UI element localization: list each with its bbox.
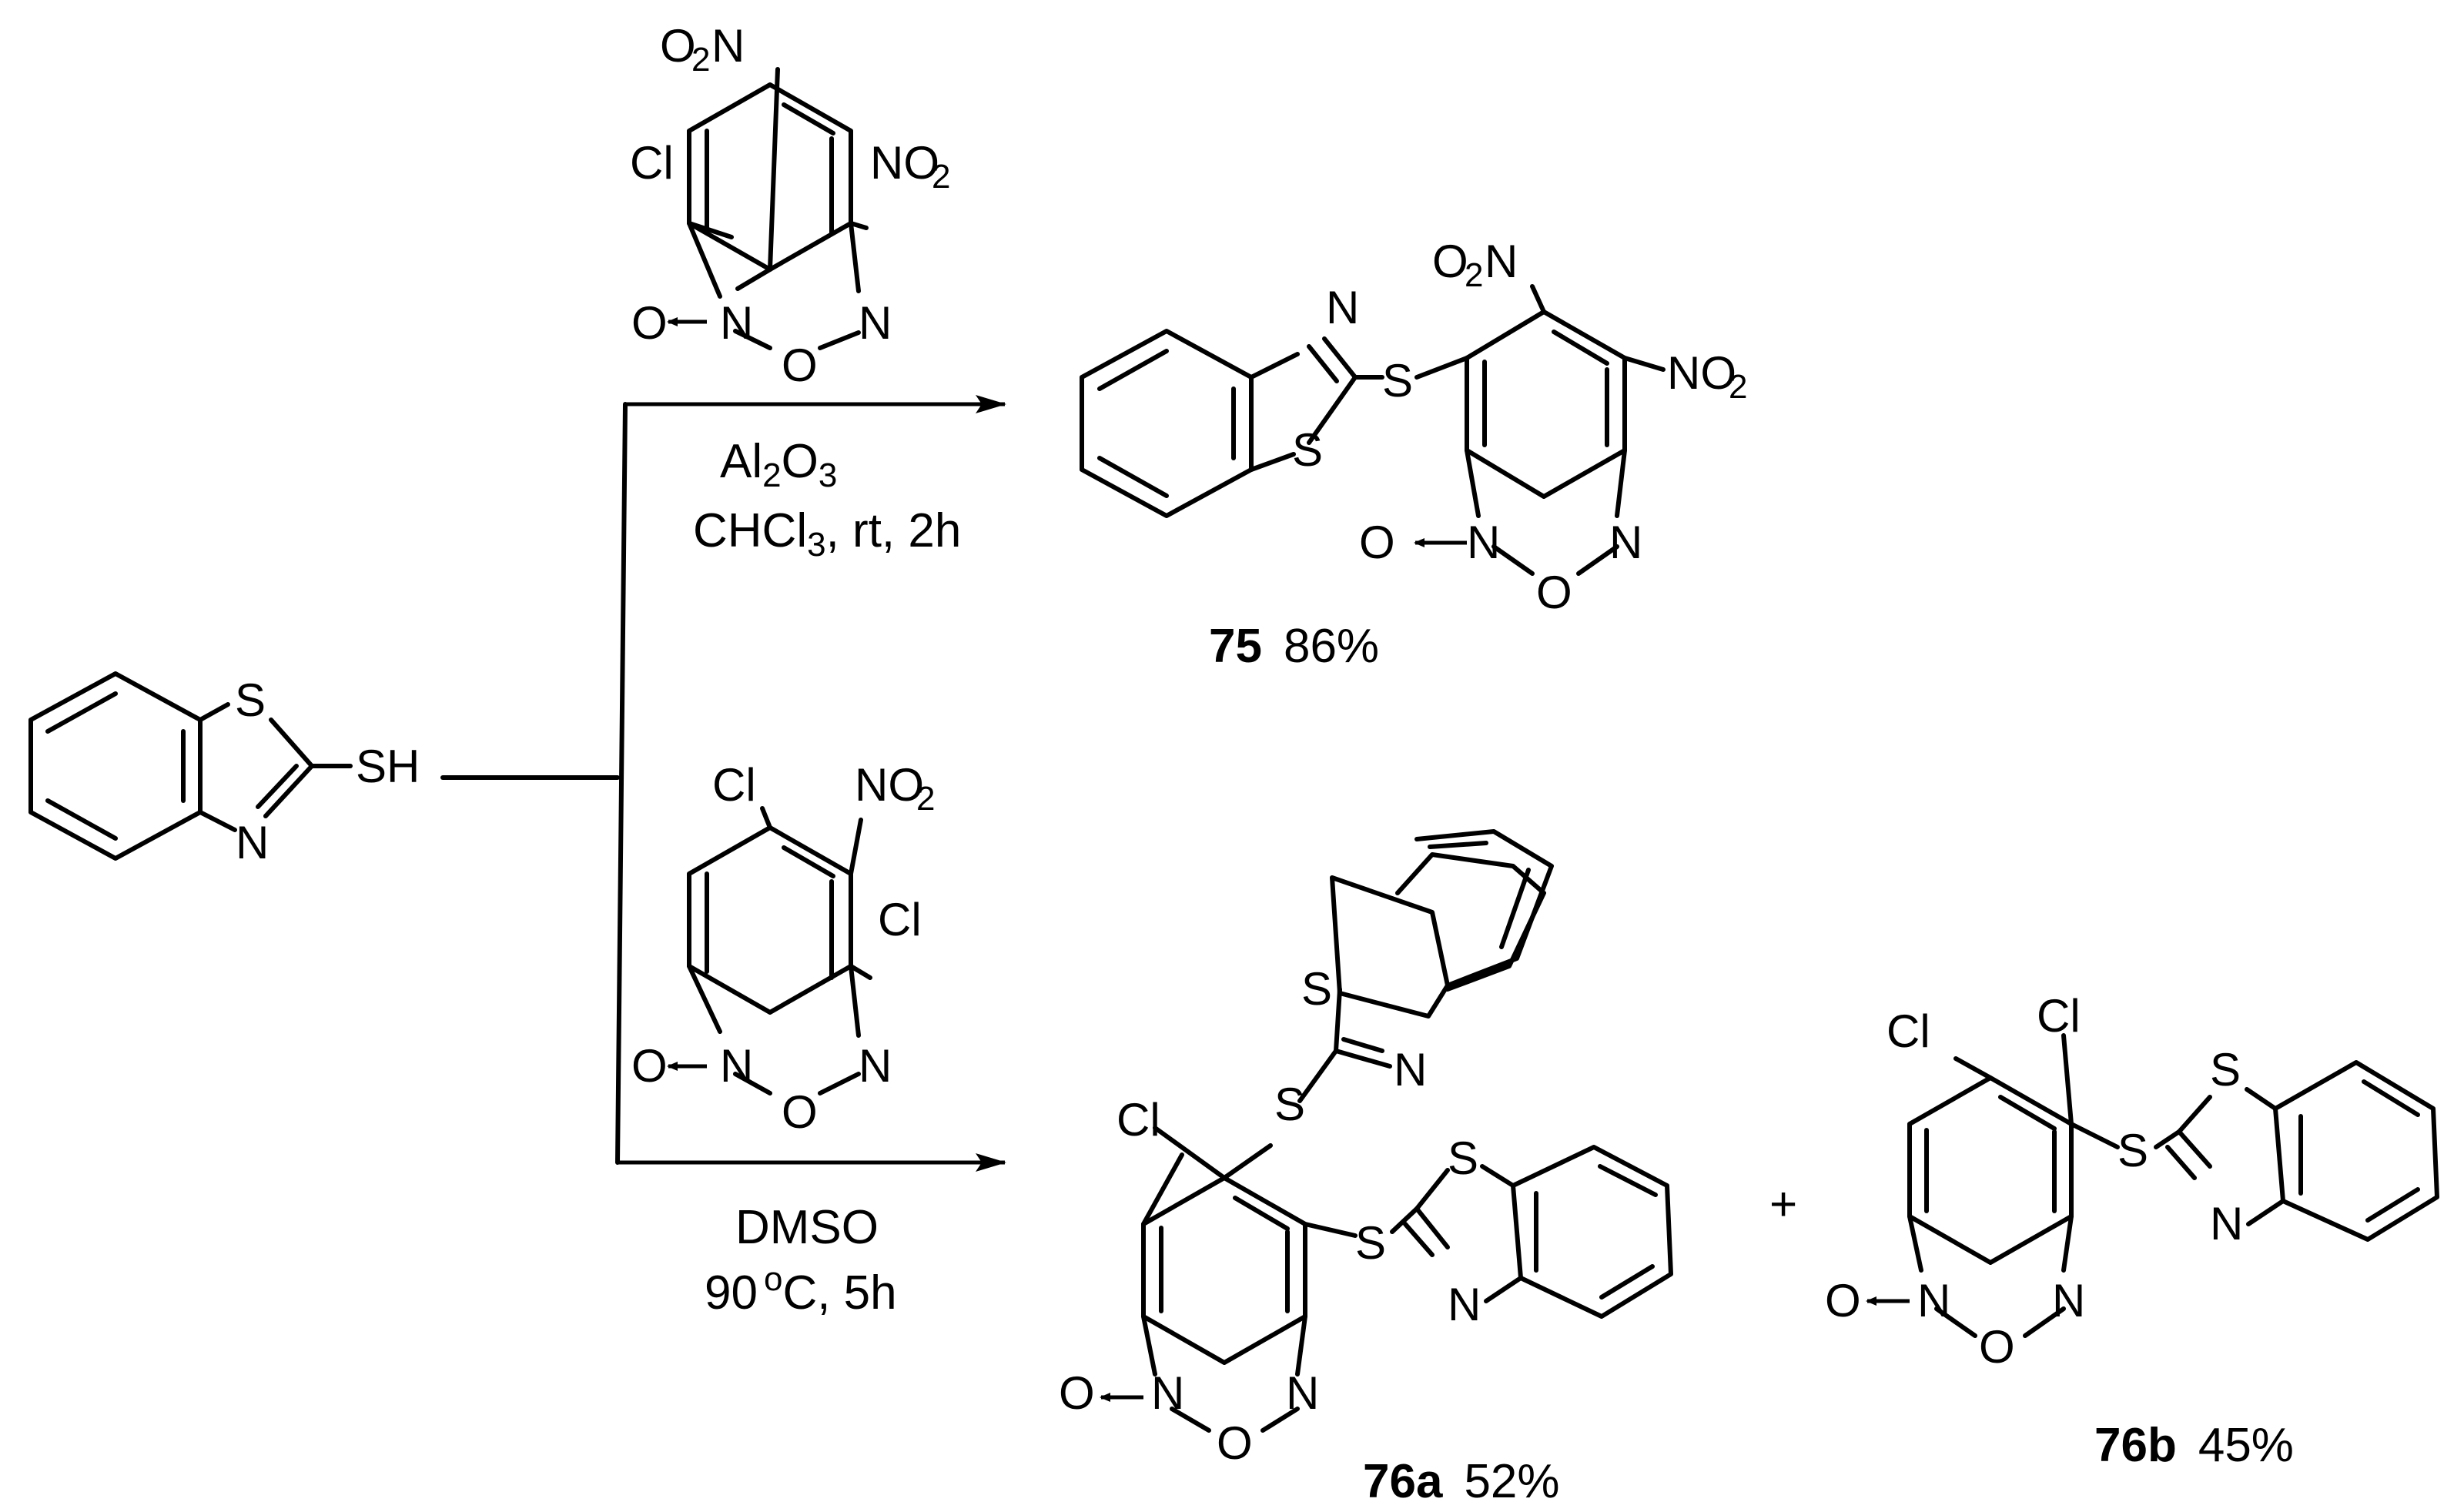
atom-label: O [782,1086,818,1138]
solvent-label: DMSO [735,1201,879,1254]
atom-label: SH [356,741,420,792]
atom-subscript: 2 [932,158,950,196]
atom-label: NO [855,759,924,811]
atom-label: S [1292,424,1323,476]
solvent-label: CHCl3, rt, 2h [693,504,961,564]
atom-label: N [711,20,745,72]
atom-label: Cl [878,894,922,945]
atom-label: S [1301,963,1332,1015]
atom-label: O [1536,567,1572,618]
atom-label: NO [870,137,939,189]
atom-label: S [1355,1217,1386,1269]
atom-label: N [2052,1275,2085,1326]
atom-subscript: 2 [1465,256,1483,294]
atom-label: N [1151,1367,1184,1419]
atom-label: O [782,340,818,391]
atom-label: N [1326,282,1359,333]
top-reagent-dinitrobenzofuroxan: O 2 N Cl NO 2 N N O O [630,20,950,391]
atom-label: O [631,297,668,349]
atom-label: N [1917,1275,1950,1326]
atom-label: S [235,674,266,726]
reaction-arrows [440,395,1006,1172]
atom-subscript: 2 [916,780,935,818]
starting-material-mercaptobenzothiazole: S N SH [28,671,420,868]
atom-label: O [1359,517,1395,568]
atom-label: O [1217,1417,1253,1469]
atom-label: S [2118,1125,2148,1176]
plus-sign: + [1769,1178,1797,1231]
atom-label: O [1825,1275,1861,1326]
atom-subscript: 2 [691,41,710,79]
atom-label: NO [1667,347,1736,399]
atom-label: Cl [1886,1005,1930,1057]
atom-label: N [1609,517,1642,568]
atom-label: S [1448,1132,1478,1184]
atom-subscript: 2 [1729,368,1747,406]
atom-label: N [1286,1367,1319,1419]
atom-label: O [1432,236,1468,287]
atom-label: O [660,20,696,72]
atom-label: N [236,817,269,868]
bottom-reagent-dichloronitrobenzofuroxan: Cl NO 2 Cl N N O O [631,759,935,1138]
atom-label: O [631,1040,668,1092]
atom-label: N [1467,517,1500,568]
atom-label: Cl [2037,990,2081,1042]
atom-label: Cl [630,137,674,189]
atom-label: O [1059,1367,1095,1419]
atom-label: N [1485,236,1518,287]
atom-label: N [720,1040,753,1092]
atom-label: N [859,297,892,349]
atom-label: Cl [712,759,756,811]
top-conditions: Al2O3 CHCl3, rt, 2h [693,435,961,564]
atom-label: O [1979,1321,2015,1373]
atom-label: Cl [1116,1094,1160,1146]
atom-label: S [2210,1044,2241,1096]
atom-label: S [1382,355,1413,406]
reagent-label: Al2O3 [720,435,837,494]
atom-label: S [1274,1079,1305,1130]
atom-label: N [2210,1198,2243,1249]
atom-label: N [720,297,753,349]
atom-label: N [1448,1279,1481,1330]
atom-label: N [859,1040,892,1092]
atom-label: N [1394,1044,1427,1096]
